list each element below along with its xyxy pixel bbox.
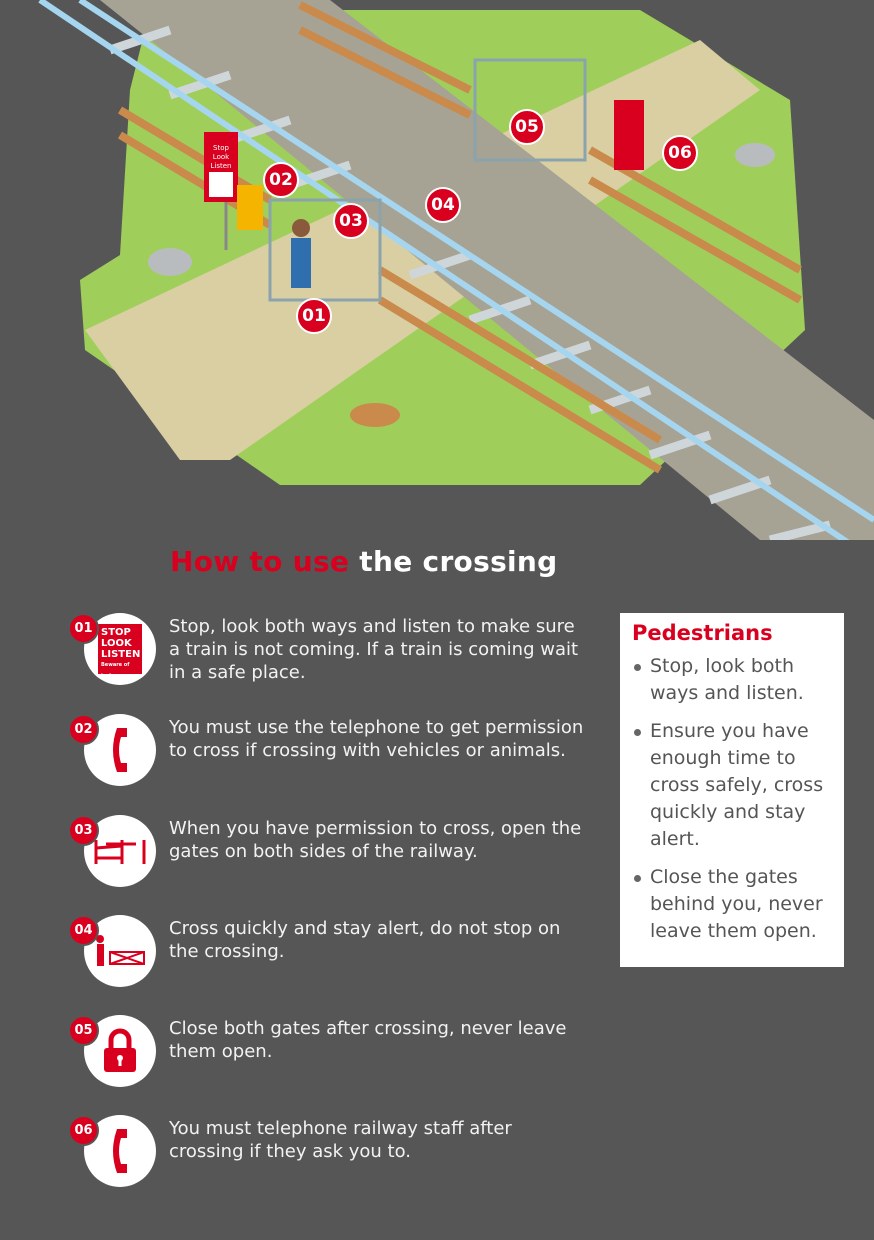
step-text: Cross quickly and stay alert, do not sto… [169, 918, 561, 962]
sign-text-stop: Stop [213, 144, 229, 152]
panel-title: Pedestrians [632, 621, 773, 645]
marker-03: 03 [333, 203, 369, 239]
railway-rails [38, 0, 874, 540]
person [291, 219, 311, 288]
person-crossing-icon [84, 915, 156, 987]
step-05: 05 Close both gates after crossing, neve… [68, 1015, 588, 1095]
panel-item: Stop, look both ways and listen. [632, 653, 832, 707]
warning-posts [614, 100, 644, 170]
step-04: 04 Cross quickly and stay alert, do not … [68, 915, 588, 995]
crossing-illustration: Stop Look Listen [38, 0, 874, 540]
step-number: 06 [68, 1115, 99, 1146]
step-number: 02 [68, 714, 99, 745]
gates [268, 58, 587, 302]
sign-text-listen: Listen [211, 162, 232, 170]
step-text: Close both gates after crossing, never l… [169, 1018, 567, 1062]
icon-text: STOP [101, 627, 131, 638]
step-03: 03 When you have permission to cross, op… [68, 815, 588, 895]
icon-text: LISTEN [101, 649, 141, 660]
step-number: 03 [68, 815, 99, 846]
step-06: 06 You must telephone railway staff afte… [68, 1115, 588, 1195]
marker-06: 06 [662, 135, 698, 171]
step-text: When you have permission to cross, open … [169, 818, 582, 862]
step-text: Stop, look both ways and listen to make … [169, 616, 579, 683]
icon-text: Beware of trains [101, 662, 130, 679]
sign-text-look: Look [213, 153, 230, 161]
marker-04: 04 [425, 187, 461, 223]
heading-highlight: How to use [170, 545, 350, 578]
step-text: You must use the telephone to get permis… [169, 717, 584, 761]
panel-item: Ensure you have enough time to cross saf… [632, 718, 832, 853]
panel-item: Close the gates behind you, never leave … [632, 864, 832, 945]
rock [148, 248, 192, 276]
marker-01: 01 [296, 298, 332, 334]
telephone-box [237, 185, 263, 230]
step-number: 01 [68, 613, 99, 644]
marker-05: 05 [509, 109, 545, 145]
step-02: 02 You must use the telephone to get per… [68, 714, 588, 794]
step-number: 05 [68, 1015, 99, 1046]
section-heading: How to use the crossing [170, 545, 558, 578]
heading-rest: the crossing [349, 545, 558, 578]
step-text: You must telephone railway staff after c… [169, 1118, 512, 1162]
icon-text: LOOK [101, 638, 132, 649]
step-number: 04 [68, 915, 99, 946]
rock [735, 143, 775, 167]
tree-stump [350, 403, 400, 427]
marker-02: 02 [263, 162, 299, 198]
pedestrians-panel: Pedestrians Stop, look both ways and lis… [620, 613, 844, 967]
stop-look-listen-sign: Stop Look Listen [204, 132, 238, 250]
